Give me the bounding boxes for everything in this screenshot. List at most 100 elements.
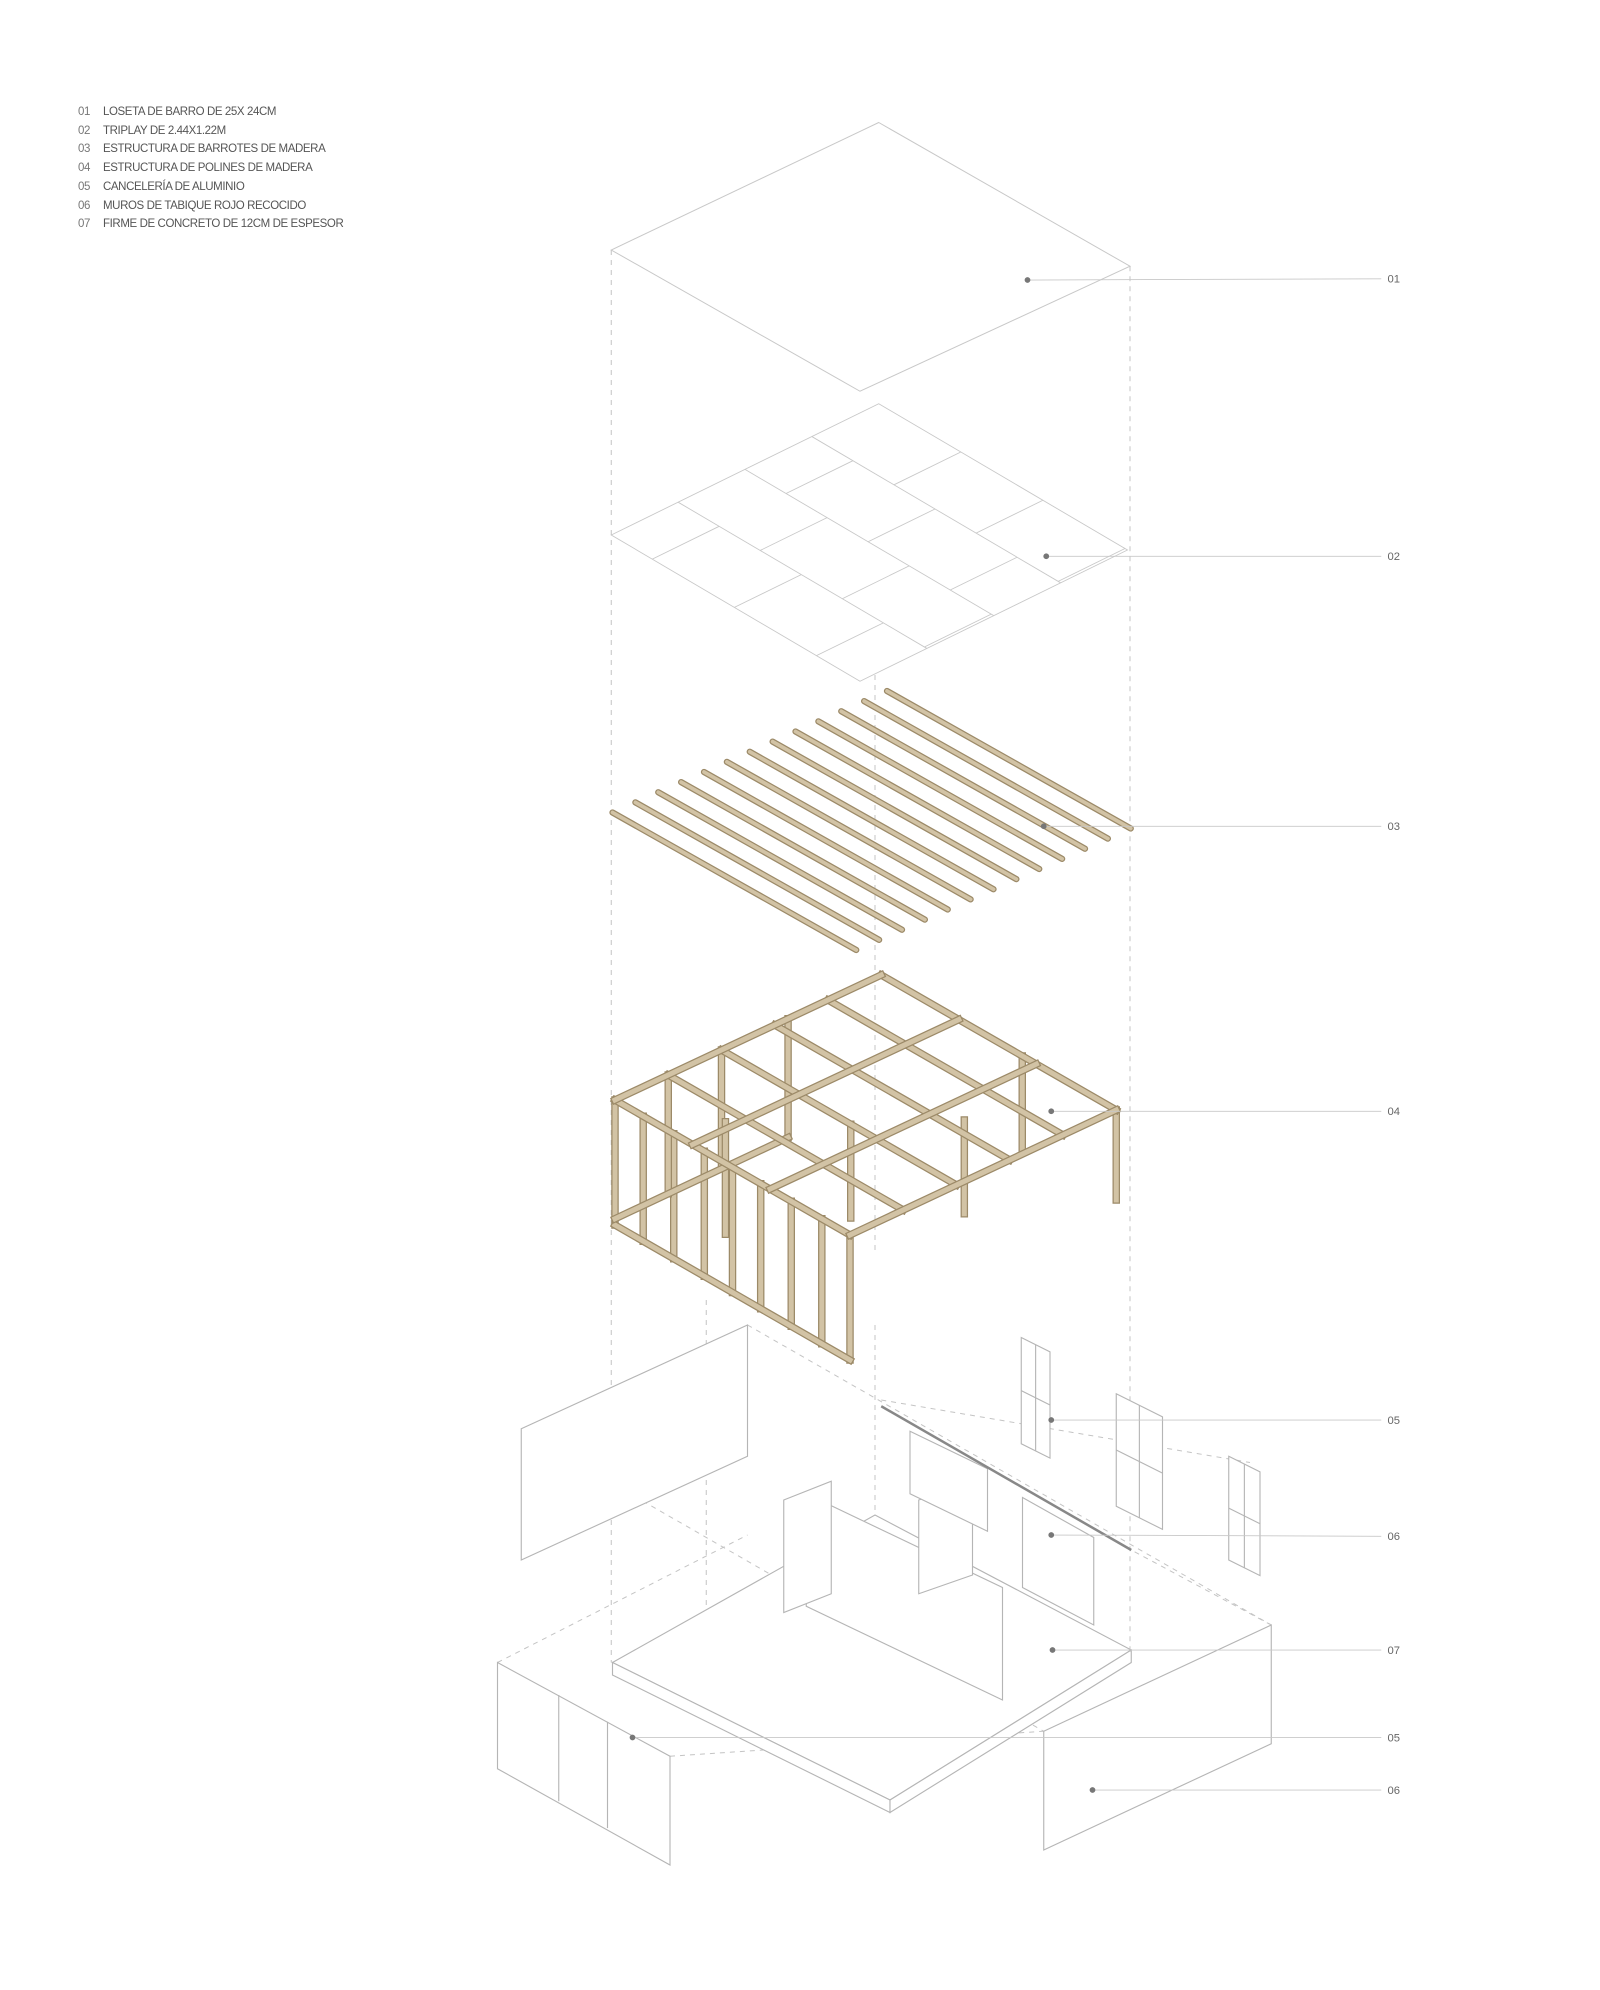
legend-text: FIRME DE CONCRETO DE 12CM DE ESPESOR xyxy=(103,218,344,231)
window-transom xyxy=(1228,1507,1261,1525)
legend-item: 07 FIRME DE CONCRETO DE 12CM DE ESPESOR xyxy=(78,215,344,234)
callout-dot xyxy=(1048,1108,1055,1115)
layer-wood-joists xyxy=(609,687,1134,954)
wood-joist-face xyxy=(725,760,973,902)
plywood-joint xyxy=(893,451,962,486)
callout-dot xyxy=(1048,1417,1055,1423)
wood-beam-face xyxy=(771,1021,1014,1164)
clay-tile-plane xyxy=(610,121,1132,392)
slab-edge xyxy=(889,1648,1132,1814)
plywood-joint xyxy=(1057,548,1126,582)
dashed-guide xyxy=(1131,1549,1272,1626)
callouts: 01 02 03 04 05 06 07 05 06 xyxy=(629,274,1401,1797)
wood-beam-face xyxy=(718,1046,960,1189)
plywood-joint xyxy=(924,613,992,648)
callout-label: 03 xyxy=(1388,821,1401,833)
wood-joist-face xyxy=(770,739,1019,881)
wood-beam-face xyxy=(664,1071,907,1214)
aluminium-sliding-door xyxy=(496,1661,671,1866)
plywood-joint xyxy=(760,517,828,551)
wood-beam-face xyxy=(611,1221,854,1364)
callout-leader xyxy=(1051,1534,1382,1537)
legend-text: LOSETA DE BARRO DE 25X 24CM xyxy=(103,106,277,118)
callout-dot xyxy=(1049,1647,1056,1653)
callout-label: 05 xyxy=(1388,1415,1401,1427)
plywood-joint xyxy=(950,556,1018,591)
wood-joist-face xyxy=(633,800,881,942)
layer-walls-slab-windows xyxy=(496,1324,1272,1866)
legend-item: 05 CANCELERÍA DE ALUMINIO xyxy=(78,178,343,197)
plywood-joint xyxy=(975,499,1044,534)
legend-item: 04 ESTRUCTURA DE POLINES DE MADERA xyxy=(78,159,343,178)
wood-joist-face xyxy=(793,729,1042,871)
legend-text: TRIPLAY DE 2.44X1.22M xyxy=(103,124,226,137)
legend-item: 01 LOSETA DE BARRO DE 25X 24CM xyxy=(78,103,343,122)
window-transom xyxy=(1115,1449,1163,1474)
wood-joist-face xyxy=(816,719,1065,861)
legend-number: 04 xyxy=(78,162,90,175)
wood-beam-face xyxy=(611,1134,792,1223)
callout-leader xyxy=(1027,278,1382,281)
callout-dot xyxy=(629,1734,636,1741)
interior-wall xyxy=(909,1430,989,1533)
wood-joist-face xyxy=(885,689,1133,831)
callout-label: 05 xyxy=(1388,1732,1401,1744)
legend-number: 01 xyxy=(78,106,90,118)
layer-plywood xyxy=(610,403,1129,682)
dashed-guide xyxy=(881,1399,1251,1463)
legend-item: 02 TRIPLAY DE 2.44X1.22M xyxy=(78,122,343,141)
wood-beam-face xyxy=(766,1060,1040,1193)
layer-clay-tile xyxy=(610,121,1132,392)
legend-text: MUROS DE TABIQUE ROJO RECOCIDO xyxy=(103,199,306,212)
callout-dot xyxy=(1048,1532,1055,1538)
window-track xyxy=(880,1405,1132,1552)
dashed-guide xyxy=(497,1534,748,1663)
legend-item: 06 MUROS DE TABIQUE ROJO RECOCIDO xyxy=(78,197,343,216)
wood-beam-face xyxy=(689,1016,963,1148)
legend-text: ESTRUCTURA DE POLINES DE MADERA xyxy=(103,162,313,175)
wood-joist-face xyxy=(747,749,996,892)
callout-dot xyxy=(1043,553,1050,560)
wood-beam-face xyxy=(824,996,1067,1139)
plywood-joint xyxy=(816,622,884,657)
legend-number: 02 xyxy=(78,124,90,137)
legend-number: 06 xyxy=(78,199,90,212)
callout-dot xyxy=(1040,823,1047,830)
wood-beam-face xyxy=(846,1106,1120,1239)
legend-number: 07 xyxy=(78,218,90,231)
callout-label: 02 xyxy=(1388,551,1401,563)
callout-label: 04 xyxy=(1388,1106,1401,1118)
legend-item: 03 ESTRUCTURA DE BARROTES DE MADERA xyxy=(78,140,343,159)
wood-joist-face xyxy=(702,770,950,912)
brick-wall-left xyxy=(520,1324,749,1561)
wood-beam-face xyxy=(611,1096,854,1239)
interior-wall xyxy=(1021,1496,1095,1626)
layer-wood-frame xyxy=(609,969,1122,1366)
legend-text: ESTRUCTURA DE BARROTES DE MADERA xyxy=(103,143,326,156)
wood-beam-face xyxy=(611,971,885,1104)
legend-number: 05 xyxy=(78,180,90,193)
materials-legend: 01 LOSETA DE BARRO DE 25X 24CM 02 TRIPLAY … xyxy=(78,103,344,234)
plywood-joint xyxy=(785,460,854,494)
dashed-guide xyxy=(747,1324,1272,1626)
plywood-joint xyxy=(867,508,936,543)
callout-dot xyxy=(1089,1787,1096,1793)
callout-label: 06 xyxy=(1388,1531,1401,1543)
callout-label: 07 xyxy=(1388,1645,1401,1657)
plywood-joint xyxy=(734,574,802,608)
wood-joist-face xyxy=(862,699,1110,841)
interior-wall xyxy=(783,1480,832,1614)
plywood-joint xyxy=(811,436,1061,584)
plywood-joint xyxy=(842,565,910,600)
plywood-joint xyxy=(677,501,928,649)
callout-label: 06 xyxy=(1388,1785,1401,1797)
callout-label: 01 xyxy=(1388,274,1401,286)
legend-text: CANCELERÍA DE ALUMINIO xyxy=(103,180,245,193)
wood-beam-face xyxy=(877,971,1120,1114)
legend-number: 03 xyxy=(78,143,90,156)
wood-joist-face xyxy=(610,810,859,952)
callout-dot xyxy=(1024,277,1031,283)
wood-joist-face xyxy=(679,780,927,922)
